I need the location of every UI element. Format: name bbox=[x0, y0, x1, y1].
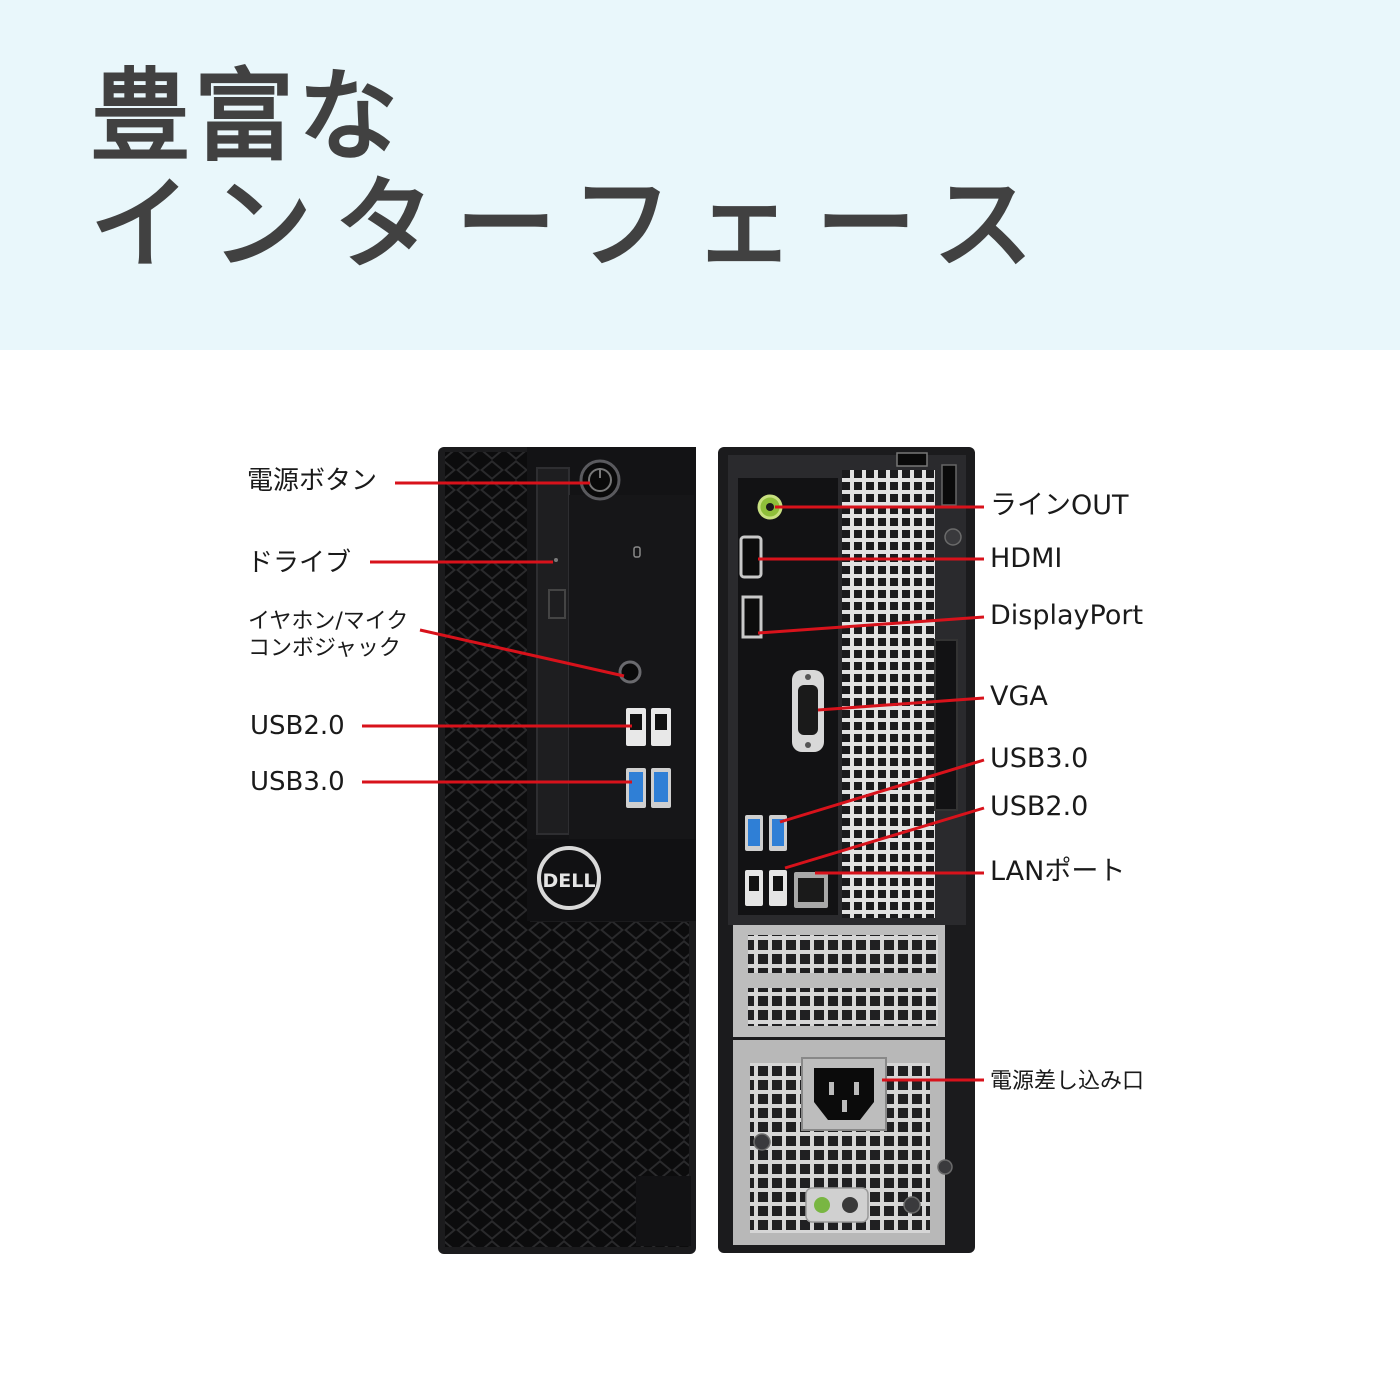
label-audio-jack: イヤホン/マイク コンボジャック bbox=[248, 608, 408, 662]
leader-vga bbox=[817, 696, 985, 712]
leader-audio-jack bbox=[419, 628, 625, 678]
power-inlet-icon bbox=[814, 1068, 874, 1120]
rear-vent-grille bbox=[842, 470, 935, 918]
label-lan: LANポート bbox=[990, 856, 1126, 887]
label-audio-jack-line-1: イヤホン/マイク bbox=[248, 609, 409, 634]
front-mesh-left bbox=[445, 452, 530, 922]
front-case: DELL bbox=[438, 447, 696, 1254]
page-title-line-2: インターフェース bbox=[90, 166, 1055, 283]
label-displayport: DisplayPort bbox=[990, 600, 1144, 631]
label-power-inlet: 電源差し込み口 bbox=[990, 1069, 1145, 1094]
displayport-port bbox=[741, 595, 763, 639]
page-title-line-1: 豊富な bbox=[90, 58, 402, 175]
leader-rear-usb3 bbox=[779, 758, 985, 824]
label-front-usb2: USB2.0 bbox=[250, 711, 345, 741]
hdmi-port bbox=[739, 535, 763, 579]
brand-logo-text: DELL bbox=[543, 870, 596, 892]
power-button-icon bbox=[579, 459, 621, 501]
label-power-button: 電源ボタン bbox=[247, 466, 378, 496]
label-hdmi: HDMI bbox=[990, 543, 1063, 574]
leader-displayport bbox=[757, 615, 985, 635]
label-audio-jack-line-2: コンボジャック bbox=[248, 636, 401, 661]
leader-rear-usb2 bbox=[784, 806, 985, 870]
optical-drive bbox=[536, 467, 570, 835]
label-rear-usb2: USB2.0 bbox=[990, 791, 1089, 822]
label-front-usb3: USB3.0 bbox=[250, 767, 345, 797]
label-drive: ドライブ bbox=[247, 548, 352, 578]
rear-case bbox=[718, 447, 975, 1253]
leader-lines bbox=[362, 481, 985, 1082]
expansion-slot-1 bbox=[748, 935, 938, 973]
header-banner: 豊富な インターフェース bbox=[0, 0, 1400, 350]
dell-logo-icon bbox=[537, 846, 601, 910]
label-line-out: ラインOUT bbox=[990, 490, 1129, 521]
expansion-slot-2 bbox=[748, 988, 938, 1026]
label-vga: VGA bbox=[990, 681, 1048, 712]
label-rear-usb3: USB3.0 bbox=[990, 743, 1089, 774]
audio-jack-icon bbox=[618, 660, 642, 684]
